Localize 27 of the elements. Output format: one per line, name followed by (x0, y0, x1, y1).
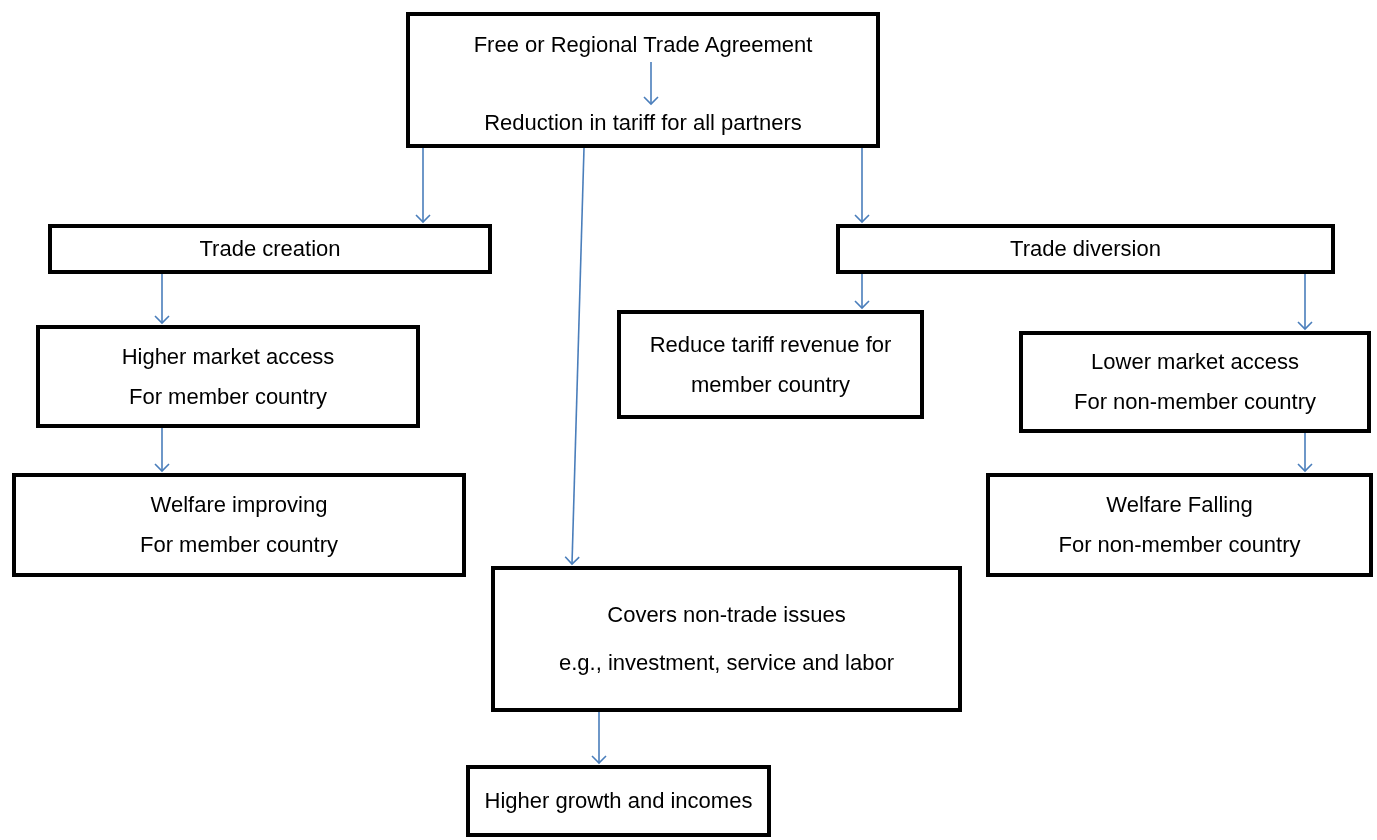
box-text: Lower market access (1091, 348, 1299, 376)
box-text: Trade creation (199, 235, 341, 263)
arrow (854, 147, 870, 223)
box-text: Covers non-trade issues (607, 601, 846, 629)
arrow (415, 147, 431, 223)
box-text: Trade diversion (1010, 235, 1161, 263)
flow-box (406, 12, 880, 148)
box-text: Higher growth and incomes (484, 787, 753, 815)
box-text: For member country (128, 382, 328, 411)
arrow (591, 711, 607, 764)
box-text: Higher market access (121, 342, 335, 371)
arrow (643, 61, 659, 105)
arrow (564, 147, 585, 565)
arrow (854, 273, 870, 309)
arrow (154, 427, 170, 472)
box-text: Welfare Falling (1106, 491, 1253, 519)
box-text: Welfare improving (150, 491, 328, 519)
arrow (1297, 432, 1313, 472)
arrow (1297, 273, 1313, 330)
box-text: Reduce tariff revenue for member country (648, 330, 893, 399)
node-text: Free or Regional Trade Agreement (473, 31, 813, 59)
box-text: For non-member country (1073, 388, 1317, 416)
box-text: For member country (139, 531, 339, 559)
box-text: For non-member country (1058, 531, 1301, 559)
box-text: e.g., investment, service and labor (558, 649, 895, 677)
arrow (154, 273, 170, 324)
node-text: Reduction in tariff for all partners (484, 109, 802, 137)
